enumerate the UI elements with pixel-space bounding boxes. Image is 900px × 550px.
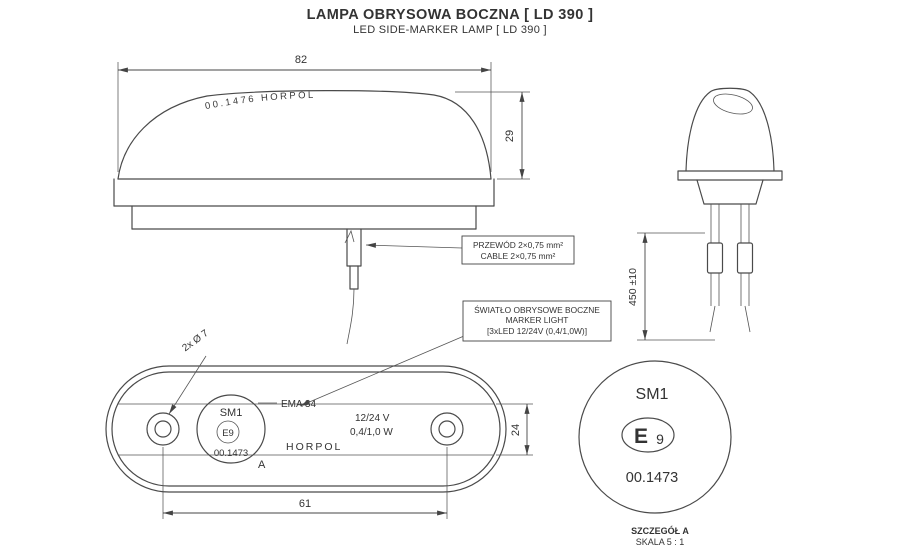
approval-mark-area: SM1 E9 00.1473 [196, 394, 266, 464]
right-mounting-hole-outer [430, 412, 464, 446]
cable-wire [346, 288, 355, 345]
dim-61-value: 61 [299, 498, 311, 510]
approval-mark-circle [196, 394, 266, 464]
detail-view: SM1 E 9 00.1473 SZCZEGÓŁ A SKALA 5 : 1 [578, 360, 732, 547]
left-mounting-hole-outer [146, 412, 180, 446]
side-lens-outline [117, 90, 492, 180]
detail-caption-title: SZCZEGÓŁ A [631, 525, 689, 536]
plan-e-mark-label: E9 [222, 428, 234, 439]
title-block: LAMPA OBRYSOWA BOCZNA [ LD 390 ] LED SID… [307, 7, 594, 36]
dim-450-value: 450 ±10 [627, 268, 639, 306]
lens-marking-text: 00.1476 HORPOL [204, 90, 313, 112]
dim-82-value: 82 [295, 54, 307, 66]
front-dome-outline [685, 87, 775, 172]
cable-note-leader [365, 242, 463, 249]
cable-note-line2: CABLE 2×0,75 mm² [481, 251, 556, 261]
right-mounting-hole-inner [438, 420, 456, 438]
plan-view: SM1 E9 00.1473 EMA 34 12/24 V 0,4/1,0 W … [105, 300, 612, 519]
right-wire-sleeve [736, 242, 754, 274]
detail-part-number: 00.1473 [626, 470, 678, 486]
detail-reference-letter: A [258, 459, 266, 471]
detail-e-mark-oval [621, 417, 675, 453]
dim-24: 24 [496, 403, 533, 456]
holes-callout: 2x Ø 7 [168, 328, 211, 415]
detail-sm1-label: SM1 [636, 386, 669, 403]
dim-29: 29 [455, 91, 530, 180]
connector-tip [349, 265, 359, 290]
left-wire-sleeve [706, 242, 724, 274]
strain-relief-mark [344, 229, 355, 244]
connector-body [346, 228, 362, 267]
front-neck [696, 179, 764, 205]
marker-note-line3: [3xLED 12/24V (0,4/1,0W)] [487, 326, 587, 336]
dim-450: 450 ±10 [627, 232, 715, 341]
left-mounting-hole-inner [154, 420, 172, 438]
dim-82: 82 [117, 54, 492, 172]
plan-power-label: 0,4/1,0 W [350, 427, 393, 438]
plan-outer-outline [105, 365, 507, 493]
detail-e-digit: 9 [656, 431, 664, 447]
holes-callout-label: 2x Ø 7 [180, 328, 211, 354]
detail-e-letter: E [634, 425, 648, 448]
svg-text:00.1476 HORPOL: 00.1476 HORPOL [204, 90, 316, 112]
side-view: 00.1476 HORPOL 82 29 PRZEWÓD 2×0 [113, 54, 575, 345]
marker-note-box [462, 300, 612, 342]
front-flange [677, 170, 783, 181]
plan-inner-outline [111, 371, 501, 487]
bare-wire-ends [709, 305, 751, 333]
marker-note: ŚWIATŁO OBRYSOWE BOCZNE MARKER LIGHT [3x… [299, 300, 612, 407]
marker-note-line2: MARKER LIGHT [506, 315, 569, 325]
plan-ema-label: EMA 34 [281, 399, 316, 410]
holes-callout-leader [168, 355, 207, 415]
cable-note-line1: PRZEWÓD 2×0,75 mm² [473, 240, 563, 250]
page-subtitle: LED SIDE-MARKER LAMP [ LD 390 ] [353, 24, 547, 36]
cable-note-box [461, 235, 575, 265]
plan-brand-label: HORPOL [286, 441, 342, 453]
plan-voltage-label: 12/24 V [355, 413, 390, 424]
dim-29-value: 29 [504, 130, 516, 142]
side-cable [344, 228, 362, 345]
front-view: 450 ±10 [627, 87, 783, 341]
dome-highlight [713, 93, 753, 115]
detail-caption-scale: SKALA 5 : 1 [636, 537, 685, 547]
dim-24-value: 24 [510, 424, 522, 436]
front-wires [706, 204, 754, 333]
marker-note-leader [299, 335, 465, 407]
dim-61: 61 [162, 447, 448, 519]
plan-e-mark-circle [216, 420, 240, 444]
page-title: LAMPA OBRYSOWA BOCZNA [ LD 390 ] [307, 7, 594, 23]
marker-note-line1: ŚWIATŁO OBRYSOWE BOCZNE [474, 304, 600, 315]
cable-note: PRZEWÓD 2×0,75 mm² CABLE 2×0,75 mm² [365, 235, 575, 265]
plan-part-number: 00.1473 [214, 448, 248, 459]
detail-circle [578, 360, 732, 514]
plan-sm1-label: SM1 [220, 407, 243, 419]
